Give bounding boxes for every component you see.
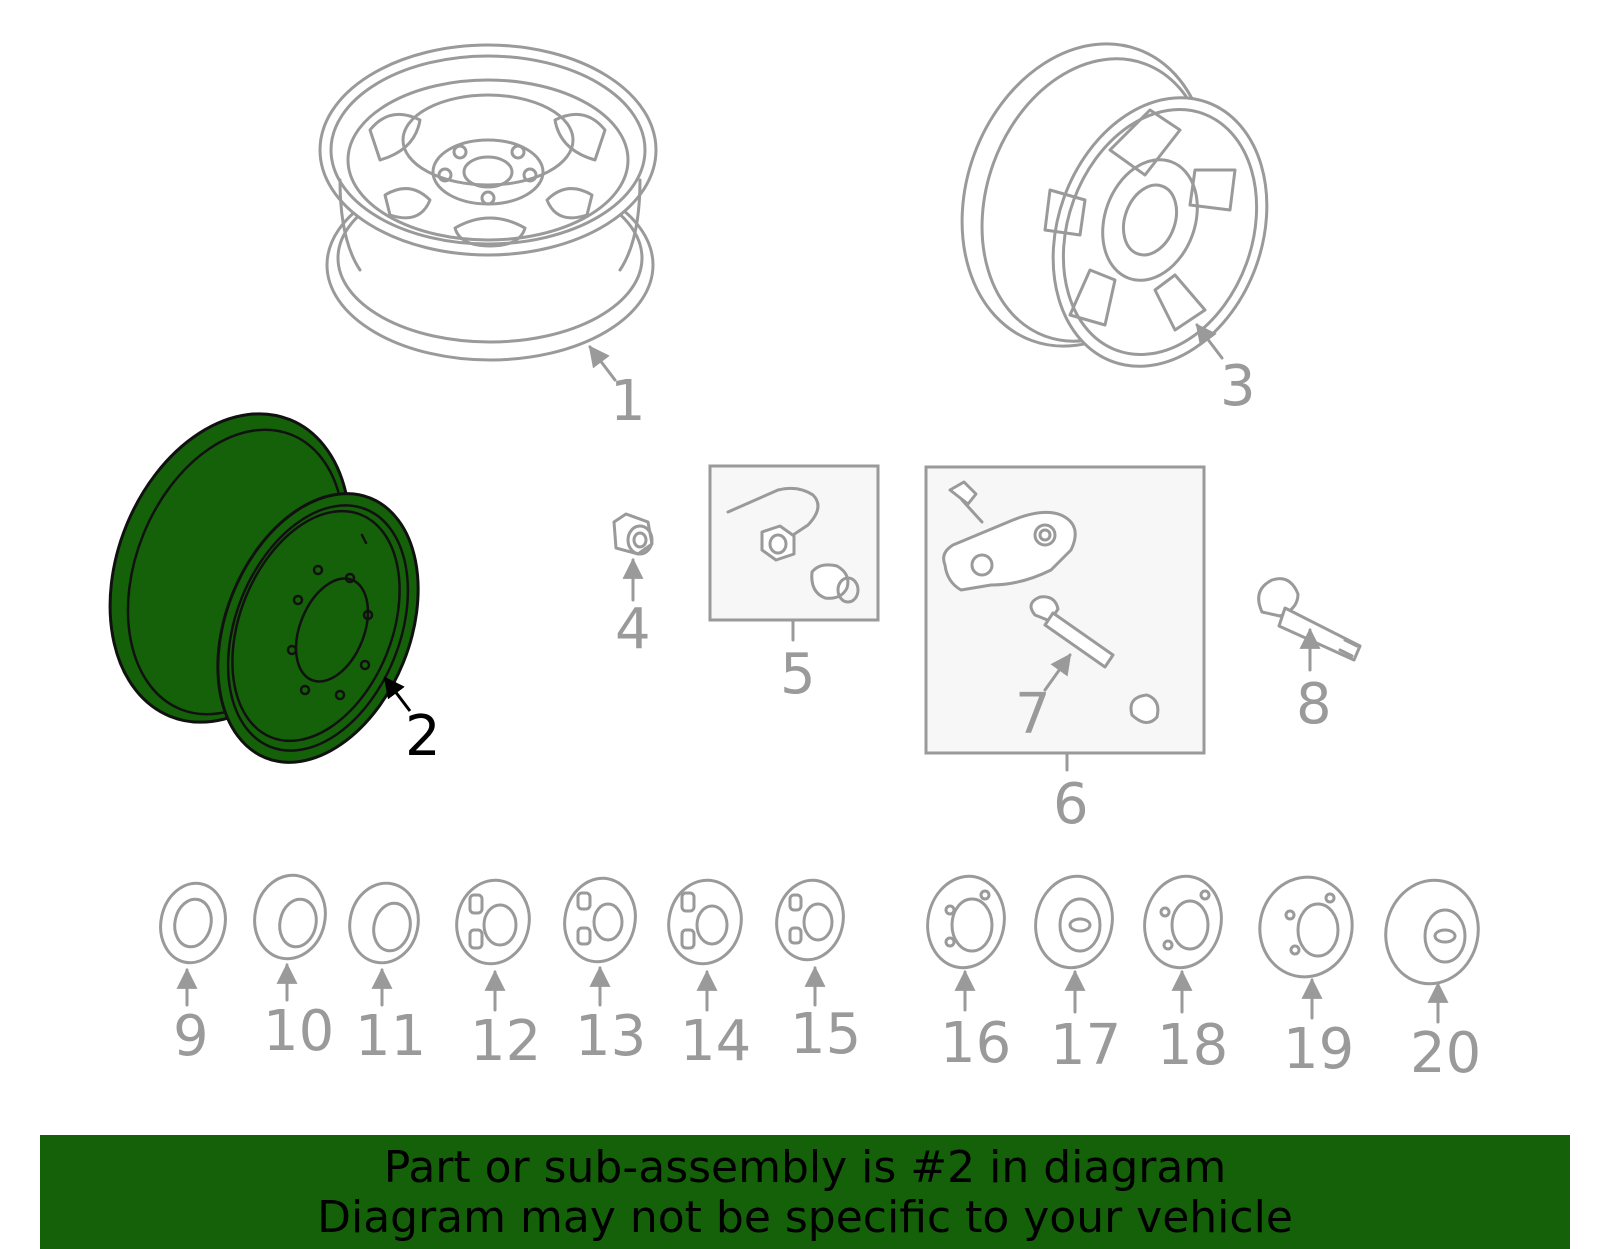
label-8: 8 <box>1296 672 1332 737</box>
label-9: 9 <box>173 1004 209 1069</box>
label-3: 3 <box>1220 354 1256 419</box>
leader-2 <box>383 676 412 712</box>
leader-3 <box>1195 323 1224 360</box>
label-11: 11 <box>355 1004 426 1069</box>
label-4: 4 <box>615 597 651 662</box>
label-18: 18 <box>1157 1013 1228 1078</box>
label-13: 13 <box>575 1004 646 1069</box>
label-20: 20 <box>1410 1021 1481 1086</box>
sensor-kit-part-6[interactable] <box>924 465 1206 755</box>
center-cap-part-9[interactable] <box>153 877 232 969</box>
center-cap-part-12[interactable] <box>449 873 537 970</box>
leader-1 <box>588 345 617 382</box>
nut-part-4[interactable] <box>612 512 654 556</box>
label-6: 6 <box>1053 772 1089 837</box>
label-10: 10 <box>263 999 334 1064</box>
banner-line-1: Part or sub-assembly is #2 in diagram <box>383 1142 1227 1193</box>
center-cap-part-11[interactable] <box>342 877 425 969</box>
info-banner: Part or sub-assembly is #2 in diagram Di… <box>40 1135 1570 1249</box>
center-cap-part-10[interactable] <box>247 869 333 966</box>
center-cap-part-17[interactable] <box>1027 869 1120 975</box>
label-14: 14 <box>680 1009 751 1074</box>
center-cap-part-14[interactable] <box>661 873 749 970</box>
label-7: 7 <box>1015 682 1051 747</box>
label-15: 15 <box>790 1002 861 1067</box>
label-19: 19 <box>1283 1017 1354 1082</box>
wheel-part-3[interactable] <box>921 9 1303 397</box>
label-17: 17 <box>1050 1013 1121 1078</box>
center-cap-part-16[interactable] <box>919 869 1012 975</box>
wheel-part-1[interactable] <box>318 43 658 362</box>
leader-7 <box>1043 653 1072 692</box>
center-cap-part-20[interactable] <box>1376 872 1488 993</box>
label-16: 16 <box>940 1011 1011 1076</box>
wheel-part-2-highlighted[interactable] <box>66 378 456 793</box>
kit-part-5[interactable] <box>708 464 880 622</box>
label-12: 12 <box>470 1009 541 1074</box>
label-2: 2 <box>405 704 441 769</box>
center-cap-part-15[interactable] <box>769 874 850 966</box>
label-1: 1 <box>610 369 646 434</box>
center-cap-part-18[interactable] <box>1136 869 1229 975</box>
center-cap-part-13[interactable] <box>557 872 643 969</box>
center-cap-part-19[interactable] <box>1251 869 1362 986</box>
valve-stem-part-7[interactable] <box>1029 595 1160 724</box>
banner-line-2: Diagram may not be specific to your vehi… <box>317 1192 1293 1243</box>
label-5: 5 <box>780 642 816 707</box>
